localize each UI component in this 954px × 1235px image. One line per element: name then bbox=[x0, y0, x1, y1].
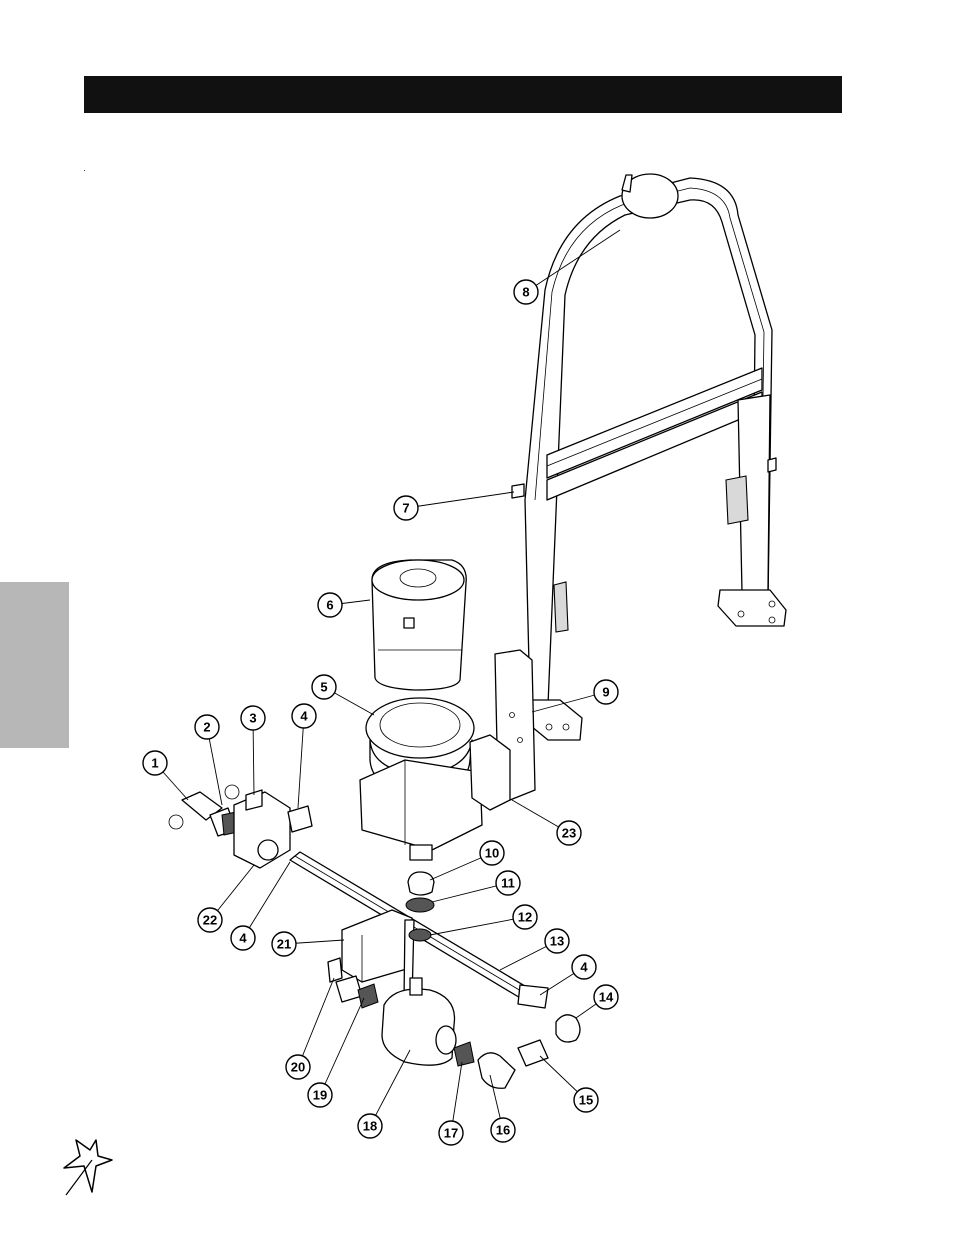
callout-6: 6 bbox=[317, 592, 343, 618]
callout-20: 20 bbox=[285, 1054, 311, 1080]
page-mark bbox=[84, 170, 85, 171]
callout-number: 4 bbox=[239, 931, 247, 946]
callout-10: 10 bbox=[479, 840, 505, 866]
callout-number: 8 bbox=[522, 285, 529, 300]
callout-number: 3 bbox=[249, 711, 256, 726]
callout-number: 19 bbox=[313, 1088, 327, 1103]
callout-15: 15 bbox=[573, 1087, 599, 1113]
callout-number: 4 bbox=[580, 960, 588, 975]
frame-assembly bbox=[511, 173, 787, 741]
fittings-upper bbox=[405, 871, 435, 942]
callout-21: 21 bbox=[271, 931, 297, 957]
motor bbox=[371, 559, 467, 691]
callout-23: 23 bbox=[556, 820, 582, 846]
callout-22: 22 bbox=[197, 907, 223, 933]
callout-1: 1 bbox=[142, 750, 168, 776]
callout-4-top: 4 bbox=[291, 703, 317, 729]
callout-number: 14 bbox=[599, 990, 614, 1005]
callout-8: 8 bbox=[513, 279, 539, 305]
star-burst-logo-icon bbox=[63, 1139, 113, 1196]
callout-number: 21 bbox=[277, 937, 291, 952]
callout-number: 12 bbox=[518, 910, 532, 925]
callout-number: 22 bbox=[203, 913, 217, 928]
callout-number: 9 bbox=[602, 685, 609, 700]
callout-9: 9 bbox=[593, 679, 619, 705]
callout-number: 16 bbox=[496, 1123, 510, 1138]
callout-7: 7 bbox=[393, 495, 419, 521]
pump-body-and-fittings bbox=[327, 957, 581, 1089]
callout-2: 2 bbox=[194, 714, 220, 740]
callout-number: 2 bbox=[203, 720, 210, 735]
callout-19: 19 bbox=[307, 1082, 333, 1108]
callout-11: 11 bbox=[495, 870, 521, 896]
bracket-plates bbox=[469, 649, 536, 811]
callout-3: 3 bbox=[240, 705, 266, 731]
valve-assembly bbox=[168, 784, 313, 869]
callout-number: 10 bbox=[485, 846, 499, 861]
callout-4-right: 4 bbox=[571, 954, 597, 980]
callout-4-bottom: 4 bbox=[230, 925, 256, 951]
section-side-tab bbox=[0, 582, 69, 748]
callout-number: 15 bbox=[579, 1093, 593, 1108]
callout-number: 7 bbox=[402, 501, 409, 516]
callout-13: 13 bbox=[544, 928, 570, 954]
callout-number: 4 bbox=[300, 709, 308, 724]
callout-number: 20 bbox=[291, 1060, 305, 1075]
pump-housing bbox=[359, 697, 483, 861]
callout-number: 13 bbox=[550, 934, 564, 949]
callout-number: 23 bbox=[562, 826, 576, 841]
callout-5: 5 bbox=[311, 674, 337, 700]
callout-number: 18 bbox=[363, 1119, 377, 1134]
callout-number: 17 bbox=[444, 1126, 458, 1141]
callout-number: 1 bbox=[151, 756, 158, 771]
callout-16: 16 bbox=[490, 1117, 516, 1143]
header-bar bbox=[84, 76, 842, 113]
callout-17: 17 bbox=[438, 1120, 464, 1146]
callout-number: 6 bbox=[326, 598, 333, 613]
callout-12: 12 bbox=[512, 904, 538, 930]
callout-14: 14 bbox=[593, 984, 619, 1010]
callout-number: 11 bbox=[501, 876, 515, 891]
callout-number: 5 bbox=[320, 680, 327, 695]
callout-18: 18 bbox=[357, 1113, 383, 1139]
